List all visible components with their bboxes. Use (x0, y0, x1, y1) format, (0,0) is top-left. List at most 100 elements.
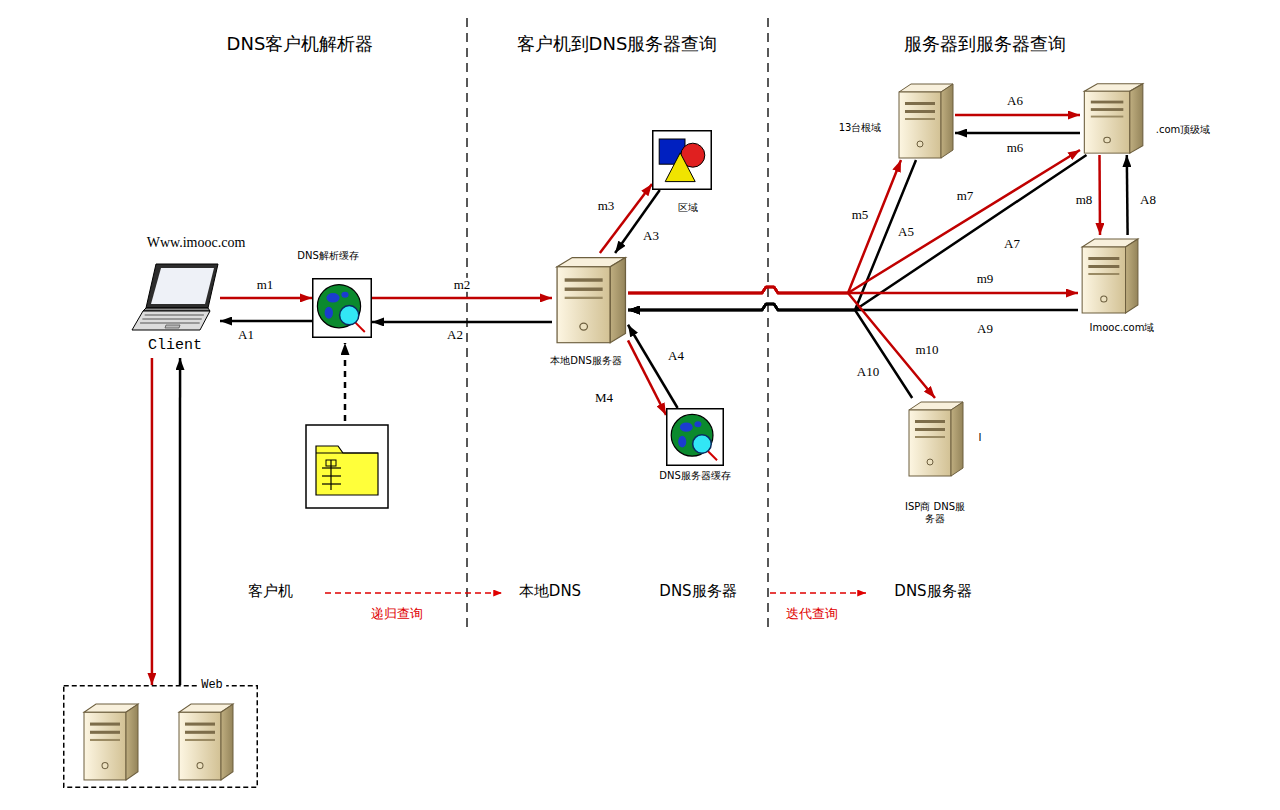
hosts-dashed-arrow (344, 343, 347, 421)
server-slot (1088, 257, 1119, 260)
web-server (84, 704, 138, 780)
magnifier-lens (340, 306, 359, 325)
server-slot (90, 731, 120, 734)
edge-label: m8 (1074, 193, 1095, 207)
folder-line (322, 467, 341, 468)
magnifier-lens (693, 435, 712, 454)
node-label: 本地DNS服务器 (550, 355, 622, 367)
node-shape-group (64, 686, 258, 788)
node-shape (1080, 80, 1145, 155)
laptop-keys (145, 315, 204, 316)
node-label: Imooc.com域 (1090, 322, 1155, 334)
query-type: 迭代查询 (786, 607, 838, 622)
flow-label: 客户机 (248, 583, 293, 600)
icon-frame (653, 131, 712, 190)
edge-label: M4 (593, 391, 615, 405)
connector-arrow (628, 304, 912, 398)
hosts-folder-icon (306, 425, 388, 508)
divider-line (466, 18, 468, 630)
root-server: 13台根域 (895, 80, 955, 160)
server-button (102, 763, 108, 769)
server-icon (557, 258, 625, 343)
query-type: 递归查询 (371, 607, 423, 622)
globe (671, 414, 713, 456)
globe-land (341, 292, 348, 298)
server-side (126, 704, 138, 780)
node-shape-group (557, 258, 625, 343)
connector-arrow (628, 287, 935, 398)
node-label: .com顶级域 (1156, 124, 1211, 136)
flow-label: 本地DNS (519, 583, 581, 600)
node-shape-group (909, 402, 963, 476)
local-dns-server: 本地DNS服务器 (552, 253, 628, 345)
connector-arrow (151, 358, 154, 685)
server-side (1126, 239, 1138, 313)
server-slot (185, 723, 215, 726)
zone-icon: 区域 (652, 130, 712, 190)
edge-label: m1 (255, 278, 276, 292)
edge-label: A1 (236, 328, 256, 342)
node-label: ISP商 DNS服务器 (903, 501, 967, 524)
server-slot (1091, 101, 1124, 104)
icon-frame (313, 279, 372, 338)
connector-arrow (220, 320, 312, 323)
edge-label: m3 (596, 199, 617, 213)
server-slot (565, 297, 603, 299)
iterative-arrow (770, 592, 866, 594)
node-shape-group (899, 84, 953, 158)
node-shape (652, 130, 712, 190)
resolver-cache: DNS解析缓存 (312, 278, 372, 338)
divider-line (767, 18, 769, 630)
server-front (1082, 247, 1125, 313)
server-icon (179, 704, 233, 780)
divider-lines (467, 18, 768, 630)
isp-server: ISP商 DNS服务器 (905, 398, 965, 478)
node-label: Client (148, 337, 202, 354)
server-slot (1088, 273, 1119, 275)
server-slot (905, 118, 935, 120)
domain-server: Imooc.com域 (1078, 235, 1140, 315)
web-server (179, 704, 233, 780)
node-label: Web (198, 679, 226, 693)
server-mark: I (979, 432, 982, 444)
client-laptop: Www.imooc.comClient (130, 262, 220, 358)
connector-arrow (615, 190, 660, 253)
server-icon (909, 402, 963, 476)
edge-label: A3 (641, 229, 661, 243)
server-slot (185, 739, 215, 741)
server-slot (915, 420, 945, 423)
zone-triangle (665, 153, 695, 182)
folder-line (316, 453, 378, 454)
edge-label: A6 (1005, 94, 1025, 108)
server-cache: DNS服务器缓存 (666, 408, 724, 466)
folder-line (322, 475, 341, 476)
group-border (64, 686, 258, 788)
connector-arrow (372, 297, 552, 300)
edge-label: A5 (896, 225, 916, 239)
connector-arrow (372, 321, 552, 324)
folder-clip (326, 460, 336, 466)
server-slot (1091, 108, 1124, 111)
laptop-touchpad (165, 325, 180, 328)
folder-line (322, 483, 341, 484)
server-slot (1091, 116, 1124, 118)
server-slot (905, 110, 935, 113)
flow-label: DNS服务器 (659, 583, 736, 600)
server-slot (90, 739, 120, 741)
server-slot (1088, 265, 1119, 268)
edge-label: m2 (452, 278, 473, 292)
node-label: DNS服务器缓存 (659, 470, 731, 482)
server-front (84, 712, 126, 780)
laptop-display (151, 268, 214, 304)
server-slot (915, 428, 945, 431)
connector-arrow (1126, 155, 1129, 235)
server-front (179, 712, 221, 780)
server-button (927, 459, 933, 465)
node-shape (63, 685, 258, 788)
edge-label: A9 (975, 322, 995, 336)
node-label: 区域 (678, 202, 698, 214)
edge-label: m10 (913, 343, 940, 357)
